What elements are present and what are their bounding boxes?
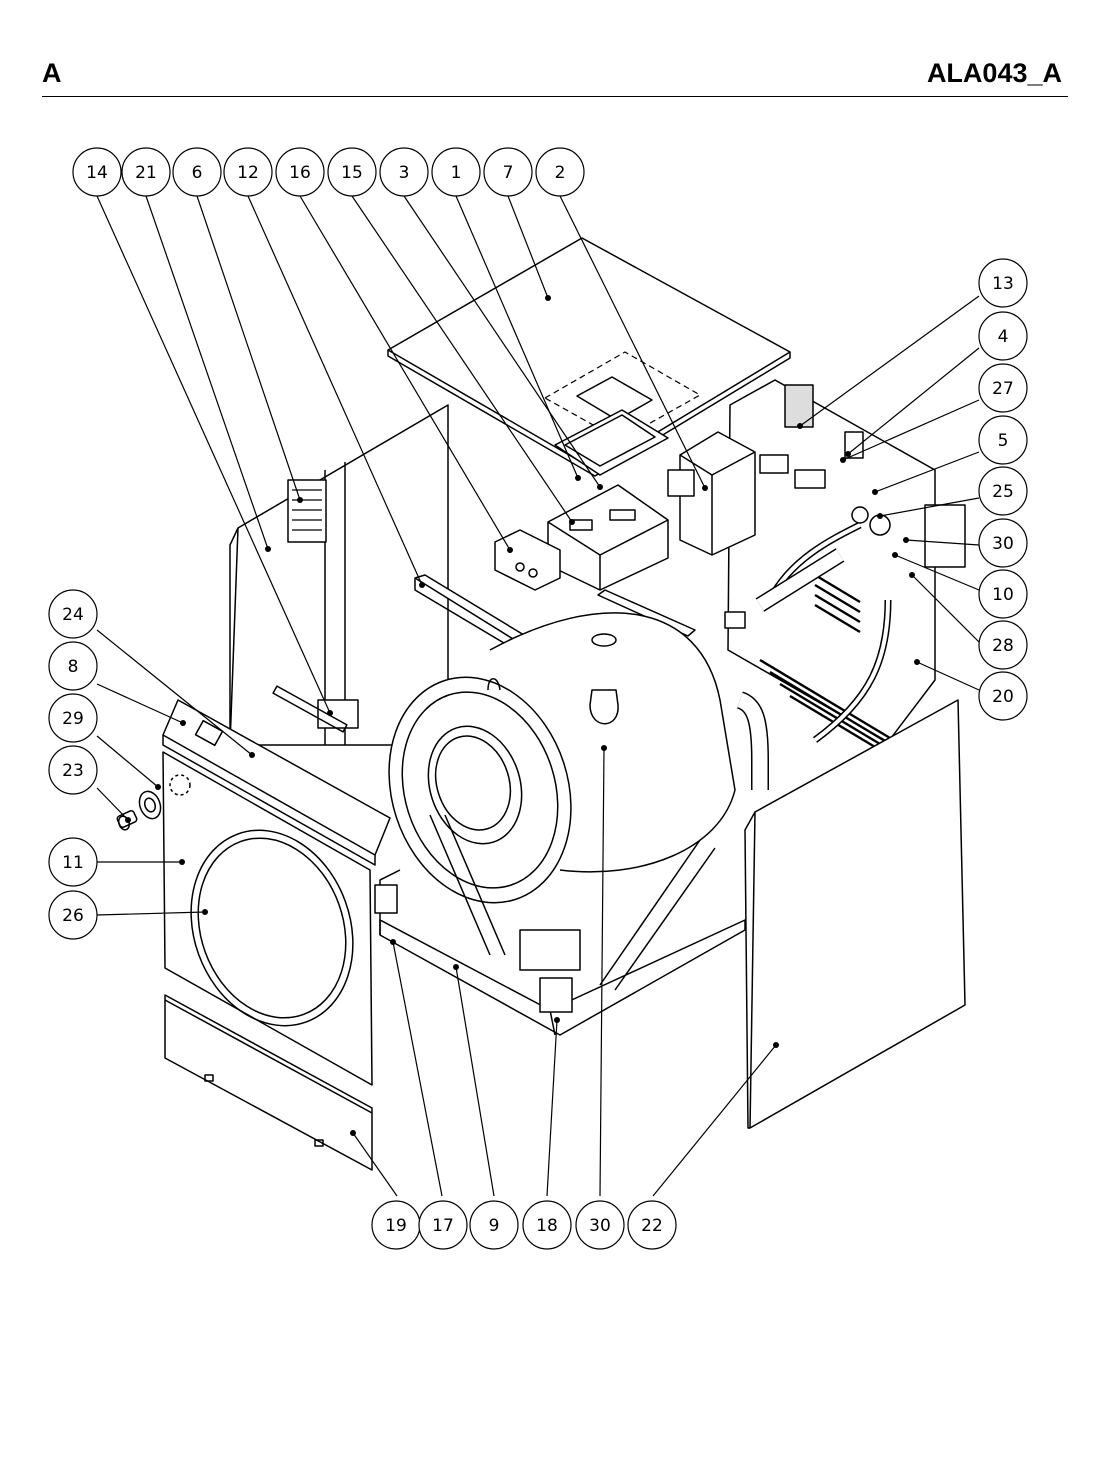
svg-text:19: 19 (385, 1216, 407, 1236)
callout-6: 6 (172, 147, 222, 197)
svg-text:8: 8 (68, 657, 79, 677)
base-frame (374, 814, 746, 1036)
callout-4: 4 (978, 311, 1028, 361)
top-bracket (494, 529, 561, 591)
callout-12: 12 (223, 147, 273, 197)
drawing-code: ALA043_A (926, 58, 1062, 88)
svg-text:30: 30 (589, 1216, 611, 1236)
callout-11: 11 (48, 837, 98, 887)
callout-10: 10 (978, 569, 1028, 619)
svg-text:17: 17 (432, 1216, 454, 1236)
svg-text:26: 26 (62, 906, 84, 926)
header-rule (42, 96, 1068, 97)
svg-text:22: 22 (641, 1216, 663, 1236)
section-label: A (42, 58, 62, 88)
svg-text:30: 30 (992, 534, 1014, 554)
svg-text:18: 18 (536, 1216, 558, 1236)
electric-box (667, 431, 756, 556)
callout-7: 7 (483, 147, 533, 197)
right-side-panel (744, 699, 966, 1129)
callout-13: 13 (978, 258, 1028, 308)
svg-text:1: 1 (451, 163, 462, 183)
callout-28: 28 (978, 620, 1028, 670)
left-side-panel (229, 404, 449, 746)
callout-22: 22 (627, 1200, 677, 1250)
callout-20: 20 (978, 671, 1028, 721)
callout-14: 14 (72, 147, 122, 197)
svg-text:15: 15 (341, 163, 363, 183)
callout-8: 8 (48, 641, 98, 691)
svg-text:29: 29 (62, 709, 84, 729)
svg-text:7: 7 (503, 163, 514, 183)
svg-text:3: 3 (399, 163, 410, 183)
svg-text:28: 28 (992, 636, 1014, 656)
callout-19: 19 (371, 1200, 421, 1250)
callout-25: 25 (978, 466, 1028, 516)
svg-text:12: 12 (237, 163, 259, 183)
callout-18: 18 (522, 1200, 572, 1250)
svg-text:10: 10 (992, 585, 1014, 605)
svg-text:14: 14 (86, 163, 108, 183)
svg-text:23: 23 (62, 761, 84, 781)
detergent-box (547, 409, 669, 591)
svg-text:24: 24 (62, 605, 84, 625)
callout-1: 1 (431, 147, 481, 197)
front-panel (162, 751, 373, 1086)
callout-16: 16 (275, 147, 325, 197)
drum-assembly (388, 612, 769, 904)
callout-30-bottom: 30 (575, 1200, 625, 1250)
svg-text:9: 9 (489, 1216, 500, 1236)
callout-21: 21 (121, 147, 171, 197)
callout-17: 17 (418, 1200, 468, 1250)
callout-27: 27 (978, 363, 1028, 413)
machine-drawing (116, 237, 966, 1171)
callout-24: 24 (48, 589, 98, 639)
top-lid (387, 237, 791, 477)
callout-5: 5 (978, 415, 1028, 465)
leader-lines (96, 195, 980, 1197)
callout-15: 15 (327, 147, 377, 197)
callout-2: 2 (535, 147, 585, 197)
svg-text:20: 20 (992, 687, 1014, 707)
svg-text:11: 11 (62, 853, 84, 873)
svg-text:16: 16 (289, 163, 311, 183)
callout-23: 23 (48, 745, 98, 795)
rear-panel (724, 379, 966, 758)
svg-text:4: 4 (998, 327, 1009, 347)
callout-9: 9 (469, 1200, 519, 1250)
lower-front-panel (164, 994, 373, 1171)
callout-3: 3 (379, 147, 429, 197)
callout-30-right: 30 (978, 518, 1028, 568)
svg-text:27: 27 (992, 379, 1014, 399)
svg-text:21: 21 (135, 163, 157, 183)
svg-text:13: 13 (992, 274, 1014, 294)
program-knob (116, 790, 162, 831)
callouts: 14 21 6 12 16 15 3 1 7 2 13 4 27 5 25 30… (48, 147, 1028, 1250)
callout-29: 29 (48, 693, 98, 743)
svg-text:5: 5 (998, 431, 1009, 451)
svg-text:6: 6 (192, 163, 203, 183)
svg-text:2: 2 (555, 163, 566, 183)
callout-26: 26 (48, 890, 98, 940)
control-panel (162, 685, 391, 866)
svg-text:25: 25 (992, 482, 1014, 502)
